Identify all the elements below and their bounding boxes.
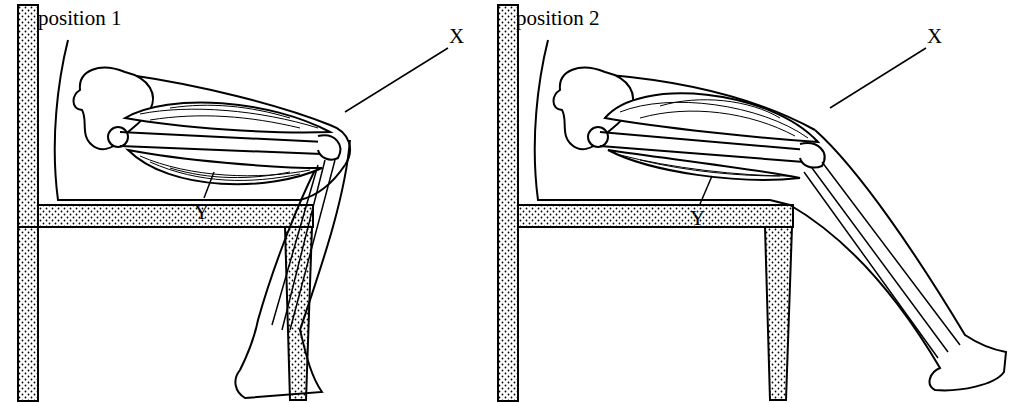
figure-1 <box>18 5 448 401</box>
muscle-label: X <box>927 26 942 47</box>
muscle-label: Y <box>194 202 209 223</box>
muscle-label: X <box>449 26 464 47</box>
muscle-label: Y <box>690 208 705 229</box>
position-label: position 2 <box>516 8 599 29</box>
figure-2 <box>498 5 1006 401</box>
position-label: position 1 <box>38 8 121 29</box>
